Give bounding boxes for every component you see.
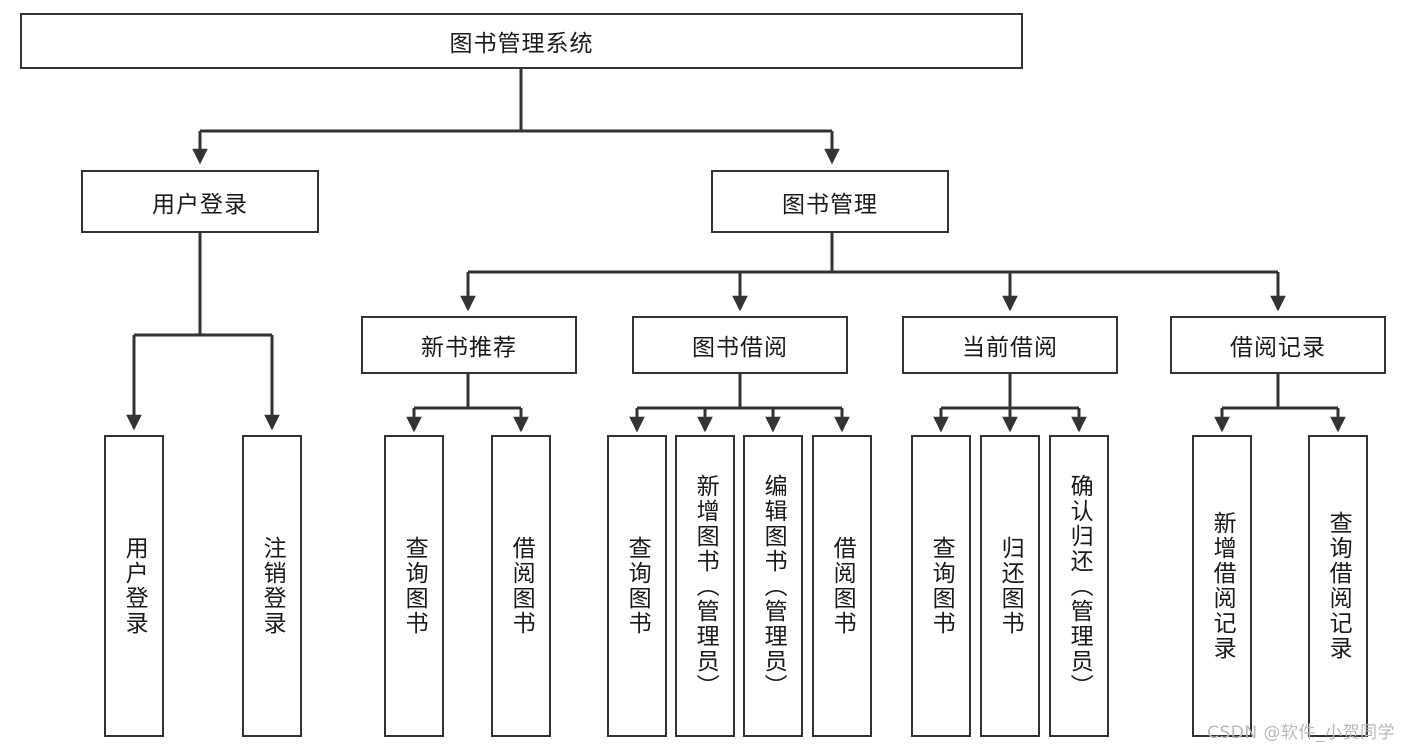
node-user-login[interactable]: 用户登录 [81, 170, 319, 233]
leaf-borrow-book-recommend[interactable]: 借阅图书 [491, 435, 551, 737]
node-borrow-record[interactable]: 借阅记录 [1170, 316, 1386, 374]
node-current-borrow[interactable]: 当前借阅 [902, 316, 1118, 374]
leaf-user-login[interactable]: 用户登录 [104, 435, 164, 737]
leaf-query-book-recommend[interactable]: 查询图书 [384, 435, 444, 737]
node-label: 用户登录 [152, 191, 248, 218]
node-label: 编辑图书（管理员） [760, 473, 787, 699]
leaf-query-book-borrow[interactable]: 查询图书 [607, 435, 667, 737]
node-new-book-recommend[interactable]: 新书推荐 [361, 316, 577, 374]
node-label: 查询图书 [401, 536, 428, 636]
node-book-borrow[interactable]: 图书借阅 [632, 316, 848, 374]
leaf-return-book[interactable]: 归还图书 [980, 435, 1040, 737]
leaf-add-borrow-record[interactable]: 新增借阅记录 [1192, 435, 1252, 737]
node-label: 注销登录 [259, 536, 286, 636]
leaf-query-book-current[interactable]: 查询图书 [911, 435, 971, 737]
node-label: 当前借阅 [962, 335, 1058, 361]
leaf-edit-book-admin[interactable]: 编辑图书（管理员） [743, 435, 803, 737]
node-label: 查询图书 [624, 536, 651, 636]
node-label: 用户登录 [121, 536, 148, 636]
leaf-user-logout[interactable]: 注销登录 [242, 435, 302, 737]
node-label: 借阅图书 [508, 536, 535, 636]
leaf-confirm-return-admin[interactable]: 确认归还（管理员） [1049, 435, 1109, 737]
leaf-query-borrow-record[interactable]: 查询借阅记录 [1308, 435, 1368, 737]
node-label: 查询图书 [928, 536, 955, 636]
node-root-system[interactable]: 图书管理系统 [20, 13, 1023, 69]
node-label: 确认归还（管理员） [1066, 473, 1093, 699]
node-label: 新增图书（管理员） [692, 473, 719, 699]
node-label: 图书借阅 [692, 335, 788, 361]
node-label: 查询借阅记录 [1325, 511, 1352, 661]
node-label: 新增借阅记录 [1209, 511, 1236, 661]
node-label: 借阅记录 [1230, 335, 1326, 361]
node-label: 图书管理系统 [449, 31, 594, 57]
leaf-borrow-book[interactable]: 借阅图书 [812, 435, 872, 737]
csdn-watermark: CSDN @软件_小贺同学 [1207, 723, 1395, 743]
node-label: 归还图书 [997, 536, 1024, 636]
node-label: 借阅图书 [829, 536, 856, 636]
node-book-management[interactable]: 图书管理 [711, 170, 949, 233]
node-label: 新书推荐 [421, 335, 517, 361]
leaf-add-book-admin[interactable]: 新增图书（管理员） [675, 435, 735, 737]
node-label: 图书管理 [782, 191, 878, 218]
